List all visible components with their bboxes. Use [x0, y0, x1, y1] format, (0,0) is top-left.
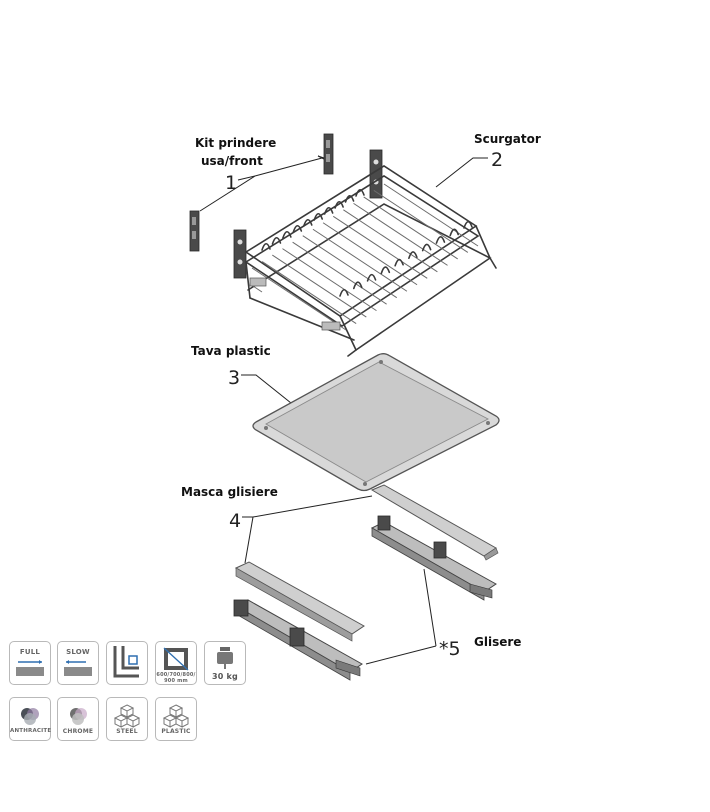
- badge-steel-label: STEEL: [116, 728, 138, 735]
- dish-rib: [323, 206, 334, 215]
- dish-rib: [334, 200, 344, 209]
- cabinet-profile-icon: [113, 646, 139, 678]
- plastic-tray: [252, 353, 500, 492]
- badge-soft-close: SLOW: [57, 641, 99, 685]
- callout-3: 3: [228, 367, 240, 389]
- badge-plastic-label: PLASTIC: [161, 728, 191, 735]
- label-kit-prindere: Kit prindere: [195, 136, 276, 150]
- basket-slat: [312, 228, 408, 292]
- dish-rib: [344, 194, 355, 203]
- basket-slats: [251, 183, 479, 331]
- badge-full-label: FULL: [19, 648, 41, 656]
- badge-anthracite-label: ANTHRACITE: [10, 728, 52, 734]
- basket-slat: [282, 248, 377, 312]
- weight-icon: [217, 647, 233, 669]
- dish-rib: [421, 243, 432, 252]
- chrome-swatch-icon: [70, 708, 87, 725]
- full-extension-icon: [16, 660, 44, 676]
- dish-rib: [313, 212, 324, 221]
- dish-rib: [292, 224, 303, 233]
- badge-sizes-line2: 900 mm: [164, 678, 188, 684]
- dish-rib: [435, 236, 446, 244]
- runner-left: [233, 599, 363, 681]
- dish-rib: [408, 251, 418, 260]
- badge-sizes-line1: 600/700/800/: [156, 672, 196, 678]
- badge-chrome-label: CHROME: [62, 728, 94, 735]
- dish-rib: [380, 266, 391, 275]
- dish-rib: [261, 242, 271, 251]
- dish-rack-ribs: [261, 188, 473, 297]
- basket-slat: [332, 215, 428, 279]
- badge-steel: STEEL: [106, 697, 148, 741]
- runner-mask-left: [234, 561, 365, 642]
- runner-mask-right: [370, 484, 499, 561]
- basket-slat: [261, 261, 357, 324]
- dish-rib: [355, 188, 365, 197]
- steel-cubes-icon: [113, 704, 141, 728]
- callout-5: *5: [439, 638, 461, 660]
- dish-rib: [394, 258, 404, 267]
- dish-rib: [271, 236, 282, 245]
- dish-rib: [302, 218, 313, 227]
- dish-rib: [449, 228, 460, 237]
- dish-rib: [463, 220, 473, 229]
- basket-slat: [383, 183, 479, 247]
- dish-rib: [339, 288, 349, 297]
- badge-slow-label: SLOW: [66, 648, 90, 656]
- badge-load-capacity: 30 kg: [204, 641, 246, 685]
- basket-slat: [373, 190, 469, 253]
- badge-weight-label: 30 kg: [212, 672, 238, 681]
- label-scurgator: Scurgator: [474, 132, 541, 146]
- basket-slat: [251, 267, 347, 331]
- soft-close-icon: [64, 660, 92, 676]
- badge-cabinet-profile: [106, 641, 148, 685]
- wire-basket-drainer: [233, 149, 497, 357]
- runner-right: [370, 515, 497, 601]
- cabinet-size-icon: [163, 647, 189, 671]
- basket-slat: [343, 209, 438, 273]
- plastic-cubes-icon: [162, 704, 190, 728]
- leader-lines: [199, 155, 488, 665]
- badge-anthracite: ANTHRACITE: [9, 697, 51, 741]
- dish-rib: [352, 281, 363, 290]
- badge-cabinet-sizes: 600/700/800/ 900 mm: [155, 641, 197, 685]
- basket-slat: [322, 222, 418, 286]
- bracket-left: [189, 210, 200, 252]
- door-bracket-kit: [189, 133, 334, 252]
- basket-slat: [272, 254, 367, 318]
- basket-slat: [353, 202, 448, 266]
- anthracite-swatch-icon: [21, 708, 39, 725]
- dish-rib: [366, 273, 377, 282]
- dish-rib: [282, 230, 292, 239]
- badge-chrome: CHROME: [57, 697, 99, 741]
- basket-slat: [292, 241, 387, 305]
- label-masca-glisiere: Masca glisiere: [181, 485, 278, 499]
- label-glisere: Glisere: [474, 635, 521, 649]
- bracket-top: [323, 133, 334, 175]
- callout-1: 1: [225, 172, 237, 194]
- basket-slat: [363, 196, 458, 260]
- badge-full-extension: FULL: [9, 641, 51, 685]
- badge-plastic: PLASTIC: [155, 697, 197, 741]
- callout-4: 4: [229, 510, 241, 532]
- label-tava-plastic: Tava plastic: [191, 344, 271, 358]
- label-usa-front: usa/front: [201, 154, 263, 168]
- basket-slat: [302, 235, 398, 299]
- callout-2: 2: [491, 149, 503, 171]
